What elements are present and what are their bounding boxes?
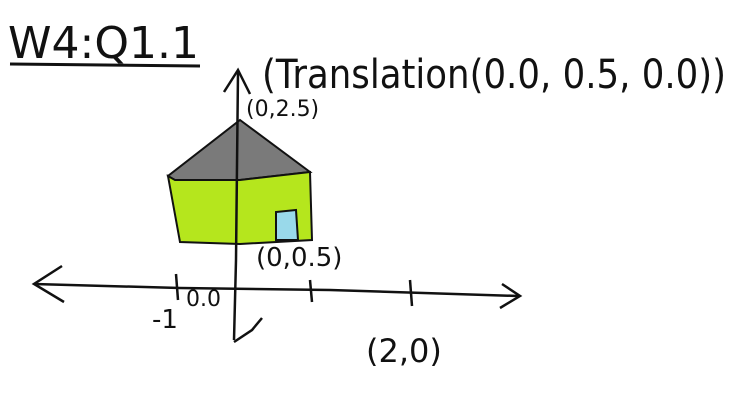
y-axis-bottom-stroke bbox=[233, 317, 263, 344]
title-underline bbox=[9, 62, 201, 68]
y-axis bbox=[232, 71, 240, 341]
origin-label: 0.0 bbox=[186, 287, 221, 312]
tick-neg-one bbox=[174, 273, 180, 301]
translation-caption: (Translation(0.0, 0.5, 0.0)) bbox=[262, 52, 726, 98]
x-axis bbox=[33, 282, 519, 298]
y-axis-arrowhead bbox=[222, 67, 252, 95]
neg-one-label: -1 bbox=[152, 305, 178, 335]
house-door bbox=[275, 208, 300, 241]
house-roof bbox=[166, 118, 313, 181]
tick-one bbox=[308, 279, 314, 303]
base-label: (0,0.5) bbox=[256, 243, 342, 273]
question-label: W4:Q1.1 bbox=[8, 18, 199, 69]
tick-two bbox=[408, 279, 414, 307]
point-two-zero-label: (2,0) bbox=[366, 332, 442, 370]
x-axis-right-arrowhead bbox=[499, 282, 523, 310]
apex-label: (0,2.5) bbox=[246, 97, 319, 122]
x-axis-left-arrowhead bbox=[31, 264, 65, 304]
